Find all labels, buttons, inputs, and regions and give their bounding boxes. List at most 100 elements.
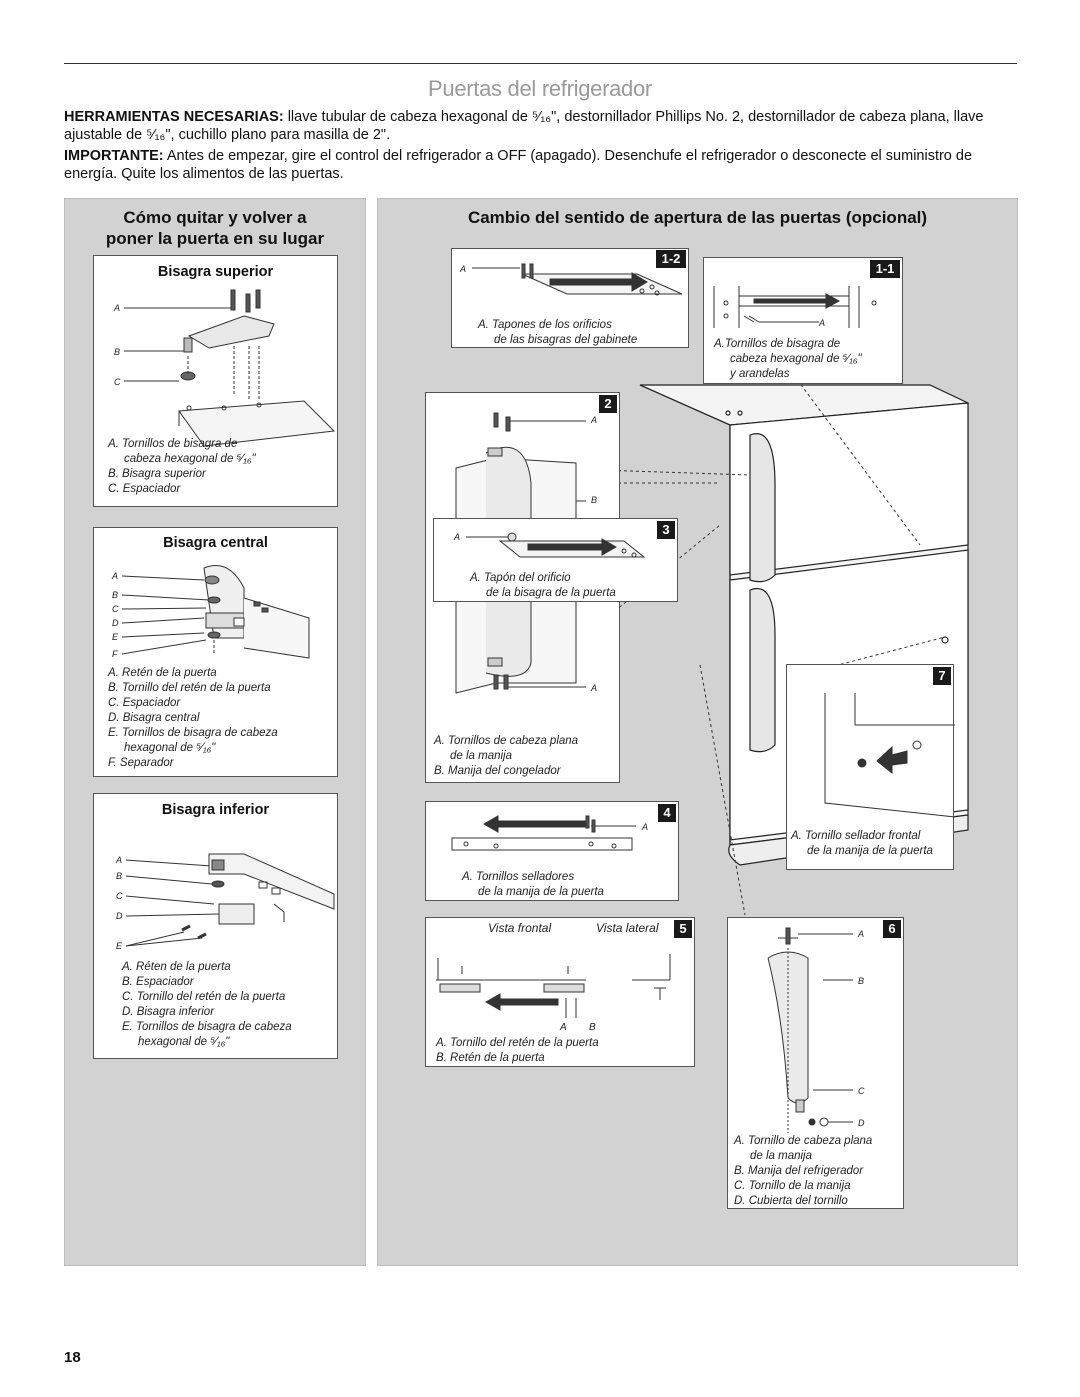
right-panel-heading: Cambio del sentido de apertura de las pu… (467, 208, 928, 227)
caption-b: B. Manija del congelador (434, 765, 561, 777)
left-heading-line1: Cómo quitar y volver a (123, 208, 307, 227)
label-a: A (454, 532, 461, 542)
left-heading-line2: poner la puerta en su lugar (105, 229, 325, 248)
top-hinge-box: Bisagra superior A B C A. Tornillos de b… (93, 255, 338, 507)
step-4-illustration (451, 815, 636, 851)
step-2-captions: A. Tornillos de cabeza plana de la manij… (434, 734, 578, 779)
caption-a: A. Tornillos selladores (462, 871, 575, 883)
left-panel-heading: Cómo quitar y volver a poner la puerta e… (65, 207, 365, 249)
label-a: A (116, 855, 123, 865)
step-4-box: 4 A A. Tornillos selladores de la manija… (425, 801, 679, 901)
caption-a: A. Tornillo sellador frontal (791, 830, 921, 842)
step-5-captions: A. Tornillo del retén de la puerta B. Re… (436, 1036, 599, 1066)
top-hinge-title: Bisagra superior (157, 264, 274, 280)
label-a-bottom: A (591, 683, 598, 693)
page-title: Puertas del refrigerador (428, 76, 652, 101)
step-badge: 5 (674, 920, 692, 938)
step-6-illustration (767, 927, 853, 1133)
label-a: A (858, 929, 865, 939)
step-badge: 1-2 (656, 250, 686, 268)
top-hinge-captions: A. Tornillos de bisagra de cabeza hexago… (108, 437, 256, 497)
caption-a: A. Tapones de los orificios (478, 319, 612, 331)
caption-e: E. Tornillos de bisagra de cabeza (108, 727, 278, 739)
step-7-captions: A. Tornillo sellador frontal de la manij… (791, 829, 933, 859)
step-1-1-captions: A.Tornillos de bisagra de cabeza hexagon… (714, 337, 862, 382)
caption-d: D. Bisagra inferior (122, 1006, 215, 1018)
bottom-hinge-title: Bisagra inferior (161, 802, 270, 818)
label-d: D (858, 1118, 865, 1128)
caption-a-cont: de las bisagras del gabinete (494, 334, 638, 346)
step-5-illustration (436, 954, 671, 1018)
important-paragraph: IMPORTANTE: Antes de empezar, gire el co… (64, 147, 1004, 183)
page-number: 18 (64, 1349, 81, 1366)
caption-a: A. Tornillo del retén de la puerta (436, 1037, 599, 1049)
tools-label: HERRAMIENTAS NECESARIAS: (64, 109, 284, 125)
front-view-label: Vista frontal (488, 921, 552, 935)
caption-d: D. Bisagra central (108, 712, 200, 724)
label-d: D (112, 618, 119, 628)
step-badge: 7 (933, 667, 951, 685)
caption-a-cont: de la manija (450, 750, 513, 762)
step-1-2-captions: A. Tapones de los orificios de las bisag… (478, 318, 637, 348)
important-label: IMPORTANTE: (64, 148, 164, 164)
caption-e-cont: hexagonal de ⁵⁄₁₆" (138, 1036, 230, 1048)
step-1-1-box: 1-1 A A.Tornillos de bisagra de cabeza h… (703, 257, 903, 384)
step-3-box: 3 A A. Tapón del orificio de la bisagra … (433, 518, 678, 602)
top-rule (64, 63, 1017, 64)
step-1-1-illustration (713, 286, 877, 328)
caption-e-cont: hexagonal de ⁵⁄₁₆" (124, 742, 216, 754)
bottom-hinge-illustration (125, 853, 335, 947)
label-f: F (112, 649, 118, 659)
label-a: A (460, 264, 467, 274)
label-c: C (112, 604, 119, 614)
step-badge: 2 (599, 395, 617, 413)
important-text: Antes de empezar, gire el control del re… (64, 148, 973, 182)
label-b: B (858, 976, 865, 986)
step-3-illustration (466, 532, 646, 558)
label-e: E (116, 941, 123, 951)
caption-a: A.Tornillos de bisagra de (714, 338, 841, 350)
label-b: B (112, 590, 119, 600)
caption-c: C. Espaciador (108, 697, 181, 709)
caption-f: F. Separador (108, 757, 174, 769)
caption-b: B. Retén de la puerta (436, 1052, 545, 1064)
label-b: B (591, 495, 598, 505)
step-badge: 6 (883, 920, 901, 938)
caption-a: A. Tapón del orificio (470, 572, 571, 584)
center-hinge-captions: A. Retén de la puerta B. Tornillo del re… (108, 666, 278, 771)
caption-c: C. Espaciador (108, 483, 181, 495)
top-hinge-illustration (124, 289, 336, 447)
step-1-2-illustration (472, 263, 683, 296)
bottom-hinge-captions: A. Réten de la puerta B. Espaciador C. T… (122, 960, 292, 1050)
label-b: B (114, 347, 121, 357)
label-b: B (589, 1022, 596, 1033)
caption-a-cont2: y arandelas (730, 368, 790, 380)
step-badge: 1-1 (870, 260, 900, 278)
caption-a-cont: de la manija de la puerta (807, 845, 933, 857)
label-a: A (819, 318, 826, 328)
step-badge: 3 (657, 521, 675, 539)
step-5-box: 5 Vista frontal Vista lateral A B A. Tor… (425, 917, 695, 1067)
step-7-illustration (824, 693, 956, 818)
center-hinge-illustration (121, 565, 310, 659)
label-d: D (116, 911, 123, 921)
label-e: E (112, 632, 119, 642)
label-a: A (560, 1022, 567, 1033)
label-b: B (116, 871, 123, 881)
caption-a-cont: de la manija de la puerta (478, 886, 604, 898)
caption-b: B. Bisagra superior (108, 468, 206, 480)
label-a: A (591, 415, 598, 425)
step-3-captions: A. Tapón del orificio de la bisagra de l… (470, 571, 616, 601)
label-c: C (114, 377, 121, 387)
caption-a-cont: cabeza hexagonal de ⁵⁄₁₆" (730, 353, 862, 365)
caption-a-cont: de la manija (750, 1150, 813, 1162)
caption-b: B. Tornillo del retén de la puerta (108, 682, 271, 694)
label-c: C (858, 1086, 865, 1096)
caption-d: D. Cubierta del tornillo (734, 1195, 848, 1207)
center-hinge-title: Bisagra central (163, 535, 268, 551)
step-7-box: 7 A. Tornillo sellador frontal de la man… (786, 664, 956, 870)
caption-e: E. Tornillos de bisagra de cabeza (122, 1021, 292, 1033)
tools-paragraph: HERRAMIENTAS NECESARIAS: llave tubular d… (64, 108, 1004, 144)
caption-c: C. Tornillo de la manija (734, 1180, 851, 1192)
label-a: A (114, 303, 121, 313)
